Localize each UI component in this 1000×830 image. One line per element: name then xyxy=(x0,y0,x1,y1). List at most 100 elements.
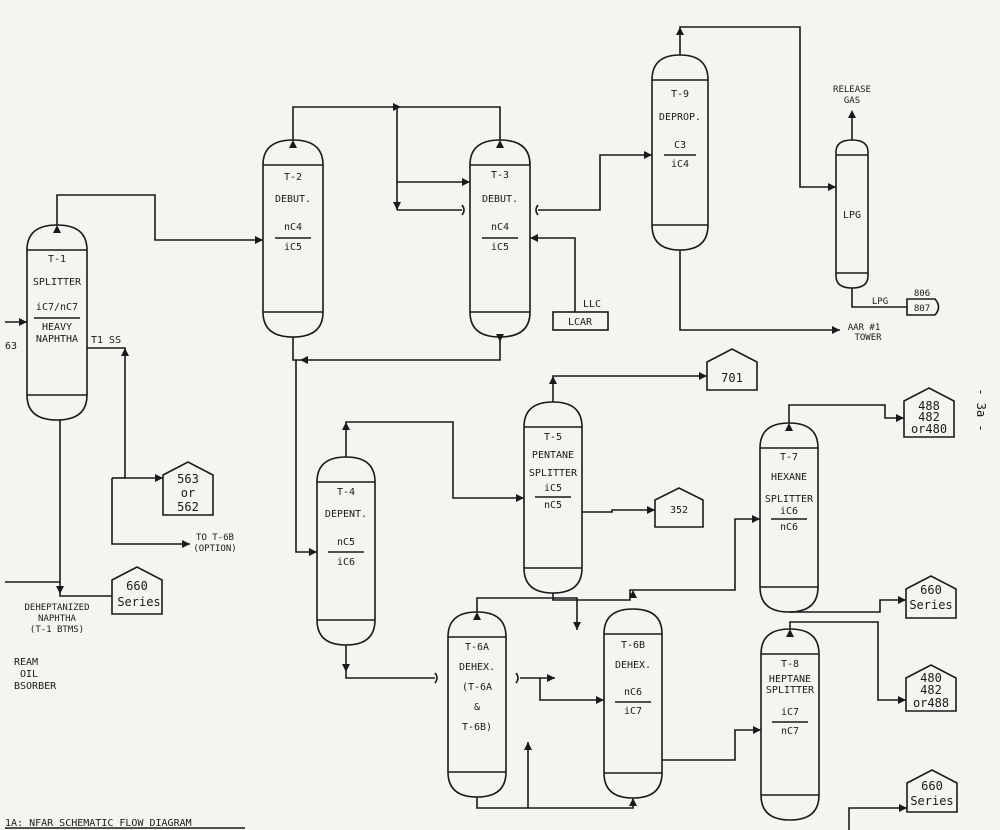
t7-name2: SPLITTER xyxy=(765,494,814,505)
lcar-box: LCAR LLC xyxy=(552,299,609,331)
t7-name1: HEXANE xyxy=(771,472,807,483)
svg-text:or488: or488 xyxy=(913,696,949,710)
t7-top: iC6 xyxy=(780,506,798,517)
t4-bot: iC6 xyxy=(337,557,355,568)
vessel-t9: T-9 DEPROP. C3 iC4 xyxy=(651,54,709,251)
svg-text:482: 482 xyxy=(918,410,940,424)
svg-text:or: or xyxy=(181,486,195,500)
tank-563: 563 or 562 xyxy=(162,461,214,516)
t1-id: T-1 xyxy=(48,254,66,265)
ream-label: REAM xyxy=(14,657,38,668)
svg-text:Series: Series xyxy=(909,598,952,612)
tank-660-b: 660 Series xyxy=(905,575,957,619)
t7-bot: nC6 xyxy=(780,522,798,533)
svg-text:Series: Series xyxy=(117,595,160,609)
t9-id: T-9 xyxy=(671,89,689,100)
t2-top: nC4 xyxy=(284,222,302,233)
svg-text:LCAR: LCAR xyxy=(568,317,593,328)
piping xyxy=(5,26,907,830)
vessel-t7: T-7 HEXANE SPLITTER iC6 nC6 xyxy=(759,422,819,613)
lpg-name: LPG xyxy=(843,210,861,221)
vessel-t6b: T-6B DEHEX. nC6 iC7 xyxy=(603,608,663,799)
caption: 1A: NFAR SCHEMATIC FLOW DIAGRAM xyxy=(5,818,192,829)
svg-text:562: 562 xyxy=(177,500,199,514)
vessel-t5: T-5 PENTANE SPLITTER iC5 nC5 xyxy=(523,401,583,594)
tank-806: 806 807 xyxy=(906,289,940,316)
t5-name1: PENTANE xyxy=(532,450,574,461)
tank-701: 701 xyxy=(706,348,758,391)
svg-text:480: 480 xyxy=(920,671,942,685)
svg-text:701: 701 xyxy=(721,371,743,385)
vessel-t3: T-3 DEBUT. nC4 iC5 xyxy=(469,139,531,338)
t1-name: SPLITTER xyxy=(33,277,82,288)
svg-text:488: 488 xyxy=(918,399,940,413)
t4-top: nC5 xyxy=(337,537,355,548)
svg-text:352: 352 xyxy=(670,505,688,516)
t4-id: T-4 xyxy=(337,487,355,498)
t1-ss-label: T1 SS xyxy=(91,335,121,346)
t1-bot1: HEAVY xyxy=(42,322,72,333)
t8-name2: SPLITTER xyxy=(766,685,815,696)
svg-text:Series: Series xyxy=(910,794,953,808)
t5-id: T-5 xyxy=(544,432,562,443)
t5-top: iC5 xyxy=(544,483,562,494)
svg-text:660: 660 xyxy=(920,583,942,597)
option-label: (OPTION) xyxy=(193,544,236,554)
t9-bot: iC4 xyxy=(671,159,689,170)
svg-text:LLC: LLC xyxy=(583,299,601,310)
t6b-id: T-6B xyxy=(621,640,645,651)
svg-text:660: 660 xyxy=(126,579,148,593)
t3-id: T-3 xyxy=(491,170,509,181)
line-breaks xyxy=(434,204,539,684)
t3-name: DEBUT. xyxy=(482,194,518,205)
t3-top: nC4 xyxy=(491,222,509,233)
oil-label: OIL xyxy=(20,669,38,680)
naphtha-label: NAPHTHA xyxy=(38,614,77,624)
t8-name1: HEPTANE xyxy=(769,674,811,685)
tank-352: 352 xyxy=(654,487,704,528)
tank-660-a: 660 Series xyxy=(111,566,163,615)
t8-bot: nC7 xyxy=(781,726,799,737)
arrowheads xyxy=(19,27,907,812)
t6a-l2: & xyxy=(474,702,480,713)
t6a-l3: T-6B) xyxy=(462,722,492,733)
svg-text:or480: or480 xyxy=(911,422,947,436)
lpg-line-label: LPG xyxy=(872,297,888,307)
edge-labels: 63 T1 SS TO T-6B (OPTION) DEHEPTANIZED N… xyxy=(5,85,888,692)
t4-name: DEPENT. xyxy=(325,509,367,520)
t6a-l1: (T-6A xyxy=(462,682,492,693)
absorber-label: BSORBER xyxy=(14,681,57,692)
vessel-t8: T-8 HEPTANE SPLITTER iC7 nC7 xyxy=(760,628,820,821)
release-label: RELEASE xyxy=(833,85,871,95)
svg-text:482: 482 xyxy=(920,683,942,697)
page-number: - 3a - xyxy=(974,388,988,431)
t6a-id: T-6A xyxy=(465,642,489,653)
t9-name: DEPROP. xyxy=(659,112,701,123)
t2-name: DEBUT. xyxy=(275,194,311,205)
t8-id: T-8 xyxy=(781,659,799,670)
to-t6b-label: TO T-6B xyxy=(196,533,234,543)
aar-label: AAR #1 xyxy=(848,323,881,333)
t2-bot: iC5 xyxy=(284,242,302,253)
vessel-t1: T-1 SPLITTER iC7/nC7 HEAVY NAPHTHA xyxy=(26,224,88,421)
t6b-top: nC6 xyxy=(624,687,642,698)
svg-text:806: 806 xyxy=(914,289,930,299)
t2-id: T-2 xyxy=(284,172,302,183)
t1-bot2: NAPHTHA xyxy=(36,334,78,345)
t6b-name: DEHEX. xyxy=(615,660,651,671)
t6b-bot: iC7 xyxy=(624,706,642,717)
t7-id: T-7 xyxy=(780,452,798,463)
vessel-t2: T-2 DEBUT. nC4 iC5 xyxy=(262,139,324,338)
t5-name2: SPLITTER xyxy=(529,468,578,479)
vessel-t6a: T-6A DEHEX. (T-6A & T-6B) xyxy=(447,611,507,798)
feed-label: 63 xyxy=(5,341,17,352)
t9-top: C3 xyxy=(674,140,686,151)
gas-label: GAS xyxy=(844,96,860,106)
svg-text:660: 660 xyxy=(921,779,943,793)
t1-top: iC7/nC7 xyxy=(36,302,78,313)
t1-btms-label: (T-1 BTMS) xyxy=(30,625,84,635)
vessel-lpg: LPG xyxy=(835,139,869,289)
vessel-t4: T-4 DEPENT. nC5 iC6 xyxy=(316,456,376,646)
